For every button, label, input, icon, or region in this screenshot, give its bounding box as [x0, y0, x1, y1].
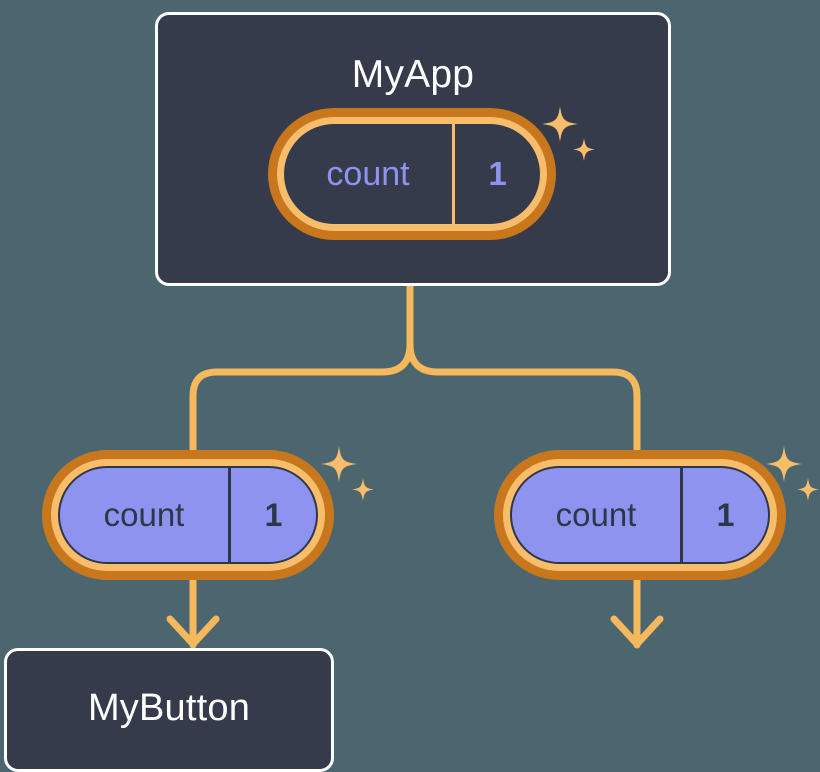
sparkle-small-icon — [797, 478, 819, 501]
signal-pill-body: count 1 — [58, 466, 318, 564]
signal-pill-right[interactable]: count 1 — [494, 450, 786, 580]
signal-value: 1 — [228, 468, 316, 562]
signal-key: count — [326, 154, 410, 193]
connector-root-split-right — [406, 340, 641, 459]
signal-pill-inner-ring: count 1 — [503, 459, 777, 571]
signal-key: count — [103, 496, 185, 533]
signal-pill-myapp[interactable]: count 1 — [268, 108, 556, 240]
node-myapp[interactable]: MyApp — [155, 12, 671, 286]
signal-key: count — [555, 496, 637, 533]
signal-value: 1 — [452, 124, 540, 224]
sparkle-small-icon — [352, 478, 374, 501]
signal-pill-body: count 1 — [510, 466, 770, 564]
connector-root-split — [189, 282, 414, 459]
node-mybutton-left[interactable]: MyButton — [4, 648, 334, 772]
arrow-left-head — [166, 615, 220, 648]
node-myapp-label: MyApp — [351, 53, 475, 96]
signal-pill-left[interactable]: count 1 — [42, 450, 334, 580]
signal-value: 1 — [680, 468, 768, 562]
signal-pill-inner-ring: count 1 — [51, 459, 325, 571]
sparkle-large-icon — [321, 446, 357, 482]
node-mybutton-label: MyButton — [87, 687, 251, 729]
signal-pill-inner-ring: count 1 — [277, 117, 547, 231]
signal-pill-body: count 1 — [284, 124, 540, 224]
arrow-right-head — [610, 615, 664, 648]
